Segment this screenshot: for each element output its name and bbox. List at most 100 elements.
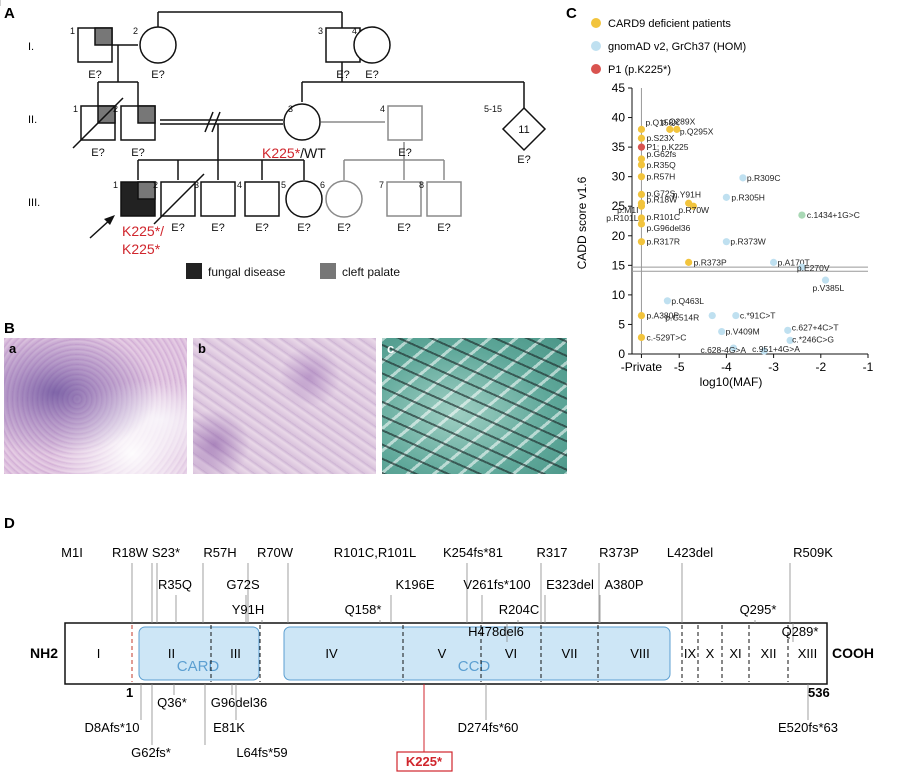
generation-label-i: I.	[28, 41, 34, 53]
scatter-point	[666, 125, 674, 133]
e-label-iii7: E?	[397, 222, 410, 234]
scatter-point	[821, 276, 830, 284]
scatter-point	[637, 134, 646, 142]
e-label-ii2: E?	[131, 147, 144, 159]
point-label: c.*91C>T	[740, 311, 776, 321]
e-label-iii2: E?	[171, 222, 184, 234]
generation-label-iii: III.	[28, 197, 40, 209]
y-tick-label: 15	[612, 258, 626, 272]
x-axis-label: log10(MAF)	[700, 375, 763, 389]
variant-label-below: D274fs*60	[458, 720, 519, 735]
point-label: p.R57H	[646, 172, 675, 182]
pedigree-lines-gray	[321, 121, 445, 180]
person-ii1	[72, 97, 124, 149]
panel-label-b: B	[4, 320, 15, 337]
indiv-num-iii1: 1	[113, 180, 118, 190]
indiv-num-iii7: 7	[379, 180, 384, 190]
variant-label-above: R204C	[499, 602, 539, 617]
e-label-i3: E?	[336, 69, 349, 81]
panel-label-d: D	[4, 515, 15, 532]
point-label: p.G62fs	[646, 149, 676, 159]
person-ii5-15	[501, 106, 547, 152]
e-label-iii6: E?	[337, 222, 350, 234]
e-label-iii3: E?	[211, 222, 224, 234]
variant-label-below: E81K	[213, 720, 245, 735]
sibship-count: 11	[518, 124, 529, 136]
person-iii1-proband	[120, 181, 156, 217]
indiv-num-i1: 1	[70, 26, 75, 36]
variant-label-above: Q289*	[782, 624, 819, 639]
mother-genotype-wt: /WT	[300, 145, 326, 161]
indiv-num-iii6: 6	[320, 180, 325, 190]
scatter-point	[786, 336, 794, 345]
person-i2	[139, 26, 177, 64]
y-tick-label: 45	[612, 81, 626, 95]
variant-label-above: R35Q	[158, 577, 192, 592]
variant-label-above: Y91H	[232, 602, 265, 617]
indiv-num-iii5: 5	[281, 180, 286, 190]
exon-label: VII	[562, 646, 578, 661]
x-tick-label: -2	[815, 360, 826, 374]
indiv-num-ii2: 2	[113, 104, 118, 114]
generation-label-ii: II.	[28, 114, 37, 126]
person-iii3	[200, 181, 236, 217]
point-label: c.1434+1G>C	[807, 210, 860, 220]
histology-image-a: a	[4, 338, 187, 474]
point-label: c.628-4G>A	[700, 345, 746, 355]
variant-label-above: R57H	[203, 545, 236, 560]
variant-label-below: Q36*	[157, 695, 187, 710]
e-label-iii8: E?	[437, 222, 450, 234]
variant-label-above: R317	[536, 545, 567, 560]
point-label: p.R373W	[730, 237, 765, 247]
y-tick-label: 35	[612, 140, 626, 154]
scatter-point	[637, 311, 646, 320]
mother-genotype-variant: K225*	[262, 145, 301, 161]
indiv-num-i3: 3	[318, 26, 323, 36]
legend-swatch-fungal	[186, 263, 202, 279]
y-tick-label: 20	[612, 229, 626, 243]
person-iii4	[244, 181, 280, 217]
exon-label: IX	[684, 646, 697, 661]
exon-label: III	[230, 646, 241, 661]
point-label: c.-529T>C	[646, 332, 686, 342]
scatter-point	[637, 333, 646, 342]
person-ii3	[283, 103, 321, 141]
exon-label: I	[97, 646, 101, 661]
person-iii8	[426, 181, 462, 217]
scatter-point	[722, 238, 731, 246]
exon-label: II	[168, 646, 175, 661]
point-label: p.Q463L	[671, 296, 704, 306]
legend-label-card9: CARD9 deficient patients	[608, 18, 731, 30]
scatter-point	[685, 258, 693, 266]
indiv-num-iii4: 4	[237, 180, 242, 190]
x-tick-label: -Private	[621, 360, 663, 374]
point-label: p.R70W	[678, 205, 709, 215]
exon-label: XII	[761, 646, 777, 661]
histology-image-c: c	[382, 338, 567, 474]
exon-label: XI	[729, 646, 741, 661]
k225-highlight-label: K225*	[406, 754, 443, 769]
exon-label: IV	[325, 646, 338, 661]
histology-label-c: c	[387, 341, 395, 356]
scatter-point	[637, 214, 646, 222]
y-tick-label: 0	[618, 347, 625, 361]
cooh-label: COOH	[832, 645, 874, 661]
person-ii4	[387, 105, 423, 141]
panel-label-a: A	[4, 5, 15, 22]
cadd-scatter-plot: CARD9 deficient patients gnomAD v2, GrCh…	[575, 18, 874, 389]
variant-label-below: G62fs*	[131, 745, 171, 760]
variant-label-above: R18W	[112, 545, 149, 560]
variant-label-below: D8Afs*10	[85, 720, 140, 735]
indiv-num-iii8: 8	[419, 180, 424, 190]
variant-label-above: R70W	[257, 545, 294, 560]
e-label-i4: E?	[365, 69, 378, 81]
e-label-i1: E?	[88, 69, 101, 81]
panel-label-c: C	[566, 5, 577, 22]
point-label: c.*246C>G	[792, 334, 834, 344]
e-label-ii1: E?	[91, 147, 104, 159]
point-label: p.E270V	[797, 263, 830, 273]
scatter-point	[673, 125, 681, 133]
e-label-ii5-15: E?	[517, 154, 530, 166]
position-end: 536	[808, 685, 830, 700]
